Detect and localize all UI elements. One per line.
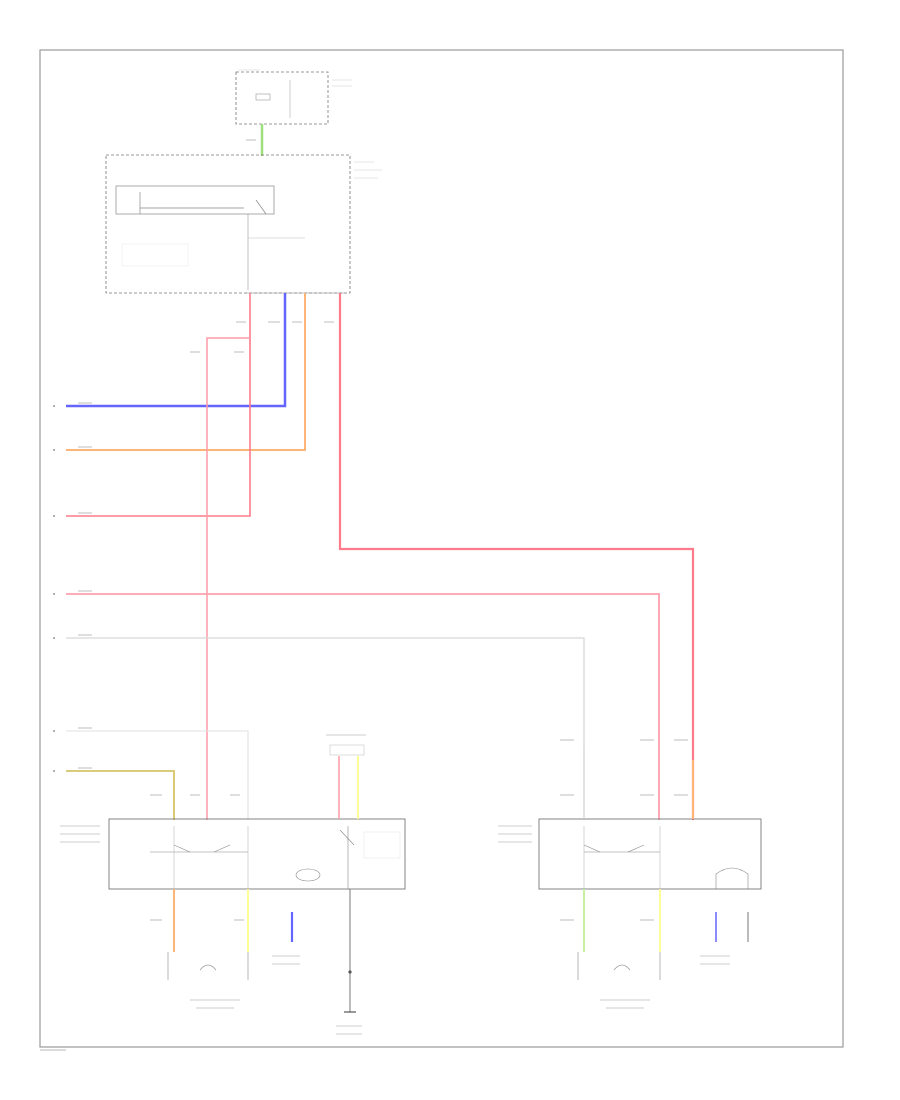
- wire-code-marks: [40, 139, 688, 1051]
- wire-pink-right-main: [338, 293, 695, 820]
- rear-window-switch-box: [538, 818, 762, 890]
- passenger-window-switch-box: [108, 818, 406, 890]
- fuse-box: [235, 71, 329, 125]
- ground-junction: [348, 970, 352, 974]
- wire-white-row5: [66, 637, 585, 820]
- wire-white-row6: [66, 730, 249, 820]
- right-switch-arm: [583, 844, 601, 853]
- fuse-symbol: [255, 93, 271, 101]
- control-unit-box: [105, 154, 351, 294]
- left-edge-markers: [53, 405, 55, 772]
- component-caption-marks: [60, 734, 730, 1035]
- wire-olive-row7: [66, 770, 175, 820]
- lock-switch-arm: [339, 829, 355, 846]
- right-lock-icon: [715, 867, 749, 889]
- right-switch-arm-2: [627, 844, 645, 853]
- wire-pink-row3: [66, 293, 251, 517]
- relay-switch-arm: [255, 199, 267, 215]
- left-switch-arm: [173, 844, 191, 853]
- left-switch-arm-2: [213, 844, 231, 853]
- wire-orange: [66, 293, 306, 451]
- passenger-motor-icon: [167, 952, 249, 980]
- control-inner-label-block: [121, 243, 189, 267]
- diagram-frame: [39, 49, 844, 1048]
- door-lock-connector: [329, 744, 365, 756]
- lock-switch-block: [363, 831, 401, 859]
- motor-icon: [295, 868, 321, 882]
- wire-pink-left: [206, 337, 250, 820]
- wire-pink-row4: [66, 593, 660, 820]
- rear-motor-icon: [577, 952, 661, 980]
- relay-box: [115, 185, 275, 215]
- wire-blue: [66, 293, 287, 408]
